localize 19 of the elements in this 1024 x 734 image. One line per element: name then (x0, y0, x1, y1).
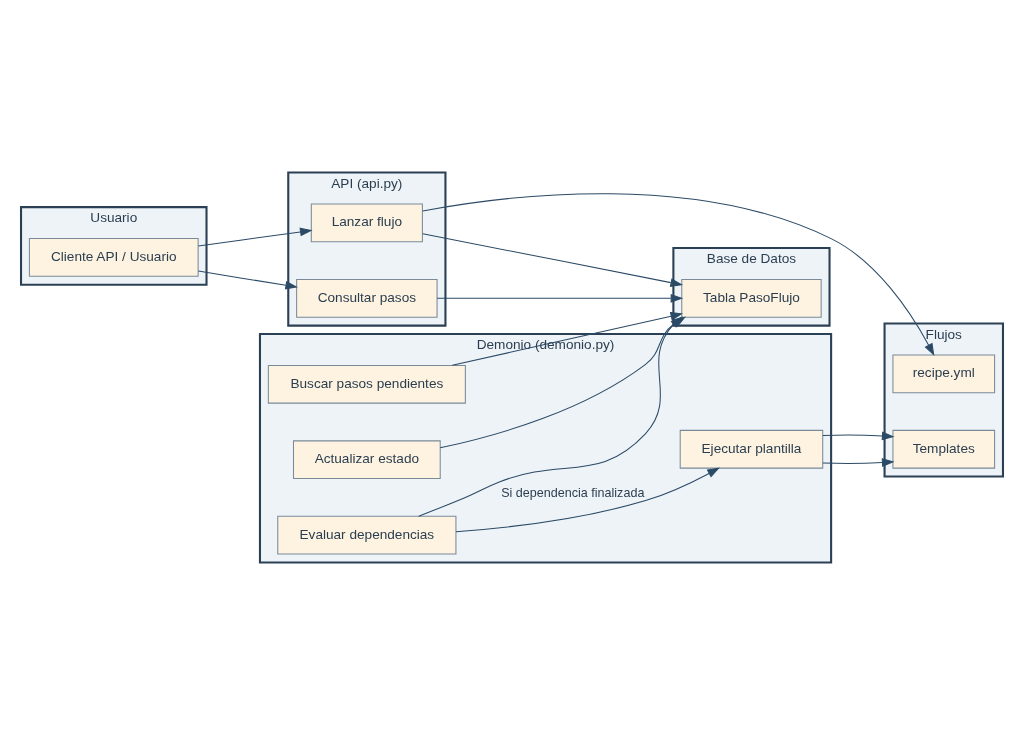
node-box: Evaluar dependencias (277, 515, 457, 555)
node-box: Tabla PasoFlujo (681, 278, 822, 318)
arrow (822, 431, 895, 440)
arrow (422, 192, 935, 356)
node-box: Ejecutar plantilla (679, 429, 824, 469)
arrow (455, 467, 720, 532)
arrow (197, 270, 298, 290)
arrow (422, 232, 684, 287)
arrow (822, 457, 895, 467)
edge-label: Si dependencia finalizada (501, 485, 645, 500)
arrow (436, 293, 684, 303)
node-box: Buscar pasos pendientes (267, 364, 466, 404)
arrow (197, 227, 313, 246)
node-box: Cliente API / Usuario (28, 237, 199, 277)
node-box: Actualizar estado (292, 439, 441, 479)
node-box: Templates (892, 429, 996, 469)
node-box: Lanzar flujo (310, 203, 423, 242)
node-box: Consultar pasos (296, 278, 438, 318)
node-box: recipe.yml (892, 353, 996, 393)
